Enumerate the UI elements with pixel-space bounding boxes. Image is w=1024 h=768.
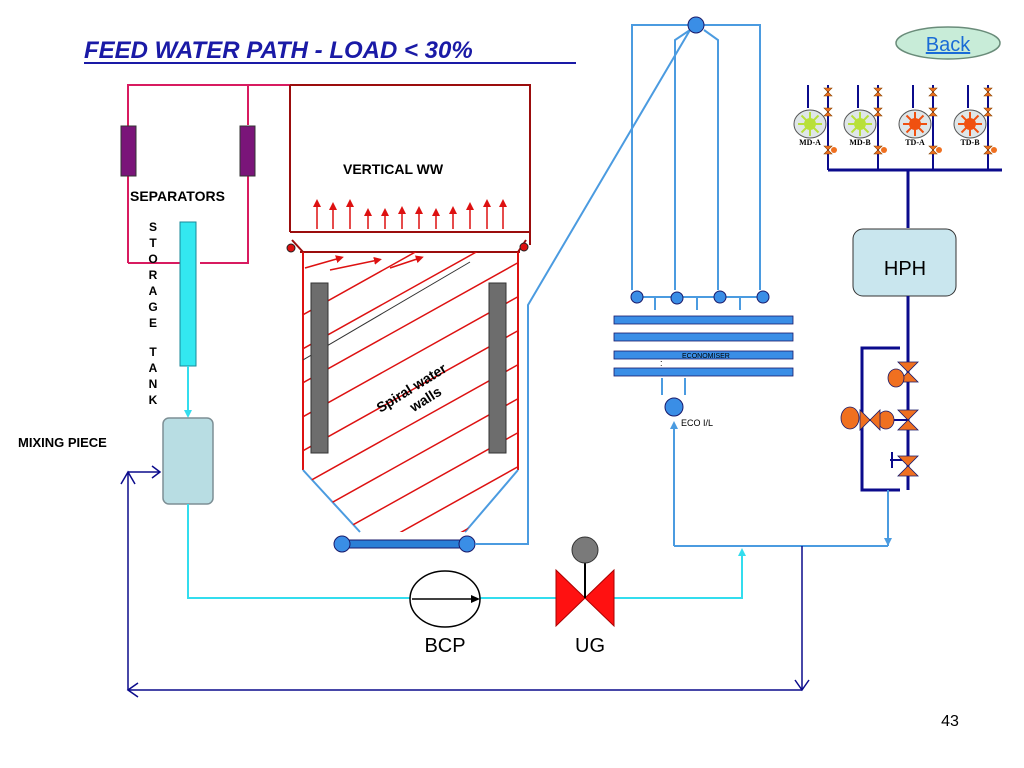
furnace-buckstay-right xyxy=(488,282,507,454)
ug-valve xyxy=(555,536,615,628)
separator-piping xyxy=(127,84,290,264)
feed-pump-md-a: MD-A xyxy=(793,85,837,170)
economiser-label: ECONOMISER xyxy=(682,353,730,360)
economiser-inlet-connector xyxy=(661,378,686,395)
hph-heater: HPH xyxy=(852,228,957,297)
economiser-top-header xyxy=(687,16,705,34)
economiser-dot: : xyxy=(660,358,663,368)
vertical-ww-outlet-piping xyxy=(289,84,531,245)
feed-pump-discharge-header xyxy=(828,168,1002,228)
storage-tank-letter: T xyxy=(149,345,157,359)
vertical-ww-label: VERTICAL WW xyxy=(343,161,444,177)
spiral-tube xyxy=(303,255,518,391)
economiser-headers xyxy=(631,24,765,310)
storage-tank-letter: G xyxy=(148,300,157,314)
furnace-outline xyxy=(286,239,529,533)
boiler-feed-pumps: MD-A MD-B TD-A TD-B xyxy=(793,85,997,170)
boiler-circulation-pump xyxy=(409,570,481,628)
frs-valve xyxy=(897,361,919,373)
economiser-tube xyxy=(613,350,794,360)
bcp-label: BCP xyxy=(424,635,465,657)
separator-right xyxy=(239,125,256,177)
frs-valve xyxy=(897,409,919,421)
frs-control-valve-actuator xyxy=(840,406,860,430)
back-button[interactable]: Back xyxy=(895,26,1001,60)
spiral-tube xyxy=(303,459,518,532)
frs-valve xyxy=(897,455,919,467)
recirculation-line xyxy=(120,465,810,698)
economiser-tube-bank xyxy=(613,315,794,377)
economiser-header-node xyxy=(713,290,727,304)
pump-label: TD-B xyxy=(960,138,980,147)
frs-actuator xyxy=(887,368,905,388)
separator-left xyxy=(120,125,137,177)
storage-tank xyxy=(179,221,197,367)
pump-rotor-icon xyxy=(798,112,822,136)
spiral-tube xyxy=(303,252,518,323)
mixing-piece xyxy=(162,417,214,505)
economiser-tube xyxy=(613,332,794,342)
furnace-buckstay-left xyxy=(310,282,329,454)
feed-pump-td-b: TD-B xyxy=(953,85,997,170)
bottom-ring-header xyxy=(333,535,476,553)
pump-rotor-icon xyxy=(848,112,872,136)
page-number: 43 xyxy=(941,713,959,730)
feed-pump-md-b: MD-B xyxy=(843,85,887,170)
economiser-tube xyxy=(613,367,794,377)
storage-tank-letter: R xyxy=(149,268,158,282)
spiral-top-arrows xyxy=(304,255,424,271)
economiser-outlet-riser xyxy=(475,29,691,545)
storage-tank-letter: O xyxy=(148,252,157,266)
economiser-header-node xyxy=(756,290,770,304)
eco-il-label: ECO I/L xyxy=(681,418,713,428)
ug-label: UG xyxy=(575,635,605,657)
hph-label: HPH xyxy=(884,258,926,280)
vertical-ww-arrows xyxy=(313,199,507,229)
back-link-label[interactable]: Back xyxy=(926,34,971,56)
page-title: FEED WATER PATH - LOAD < 30% xyxy=(84,37,473,64)
pump-rotor-icon xyxy=(903,112,927,136)
economiser-inlet-piping xyxy=(670,421,889,547)
economiser-header-node xyxy=(630,290,644,304)
frs-valve xyxy=(859,409,871,431)
storage-tank-letter: N xyxy=(149,377,158,391)
spiral-tube-dark xyxy=(303,261,471,361)
pump-rotor-icon xyxy=(958,112,982,136)
spiral-tube xyxy=(303,493,518,532)
storage-tank-letter: A xyxy=(149,361,158,375)
pump-label: MD-A xyxy=(799,138,821,147)
storage-tank-letter: E xyxy=(149,316,157,330)
economiser-tube xyxy=(613,315,794,325)
separators-label: SEPARATORS xyxy=(130,188,225,204)
storage-tank-letter: K xyxy=(149,393,158,407)
economiser-inlet-header xyxy=(664,397,684,417)
bcp-suction-discharge-line xyxy=(187,504,746,599)
pump-label: MD-B xyxy=(849,138,871,147)
storage-tank-letter: A xyxy=(149,284,158,298)
storage-tank-letter: S xyxy=(149,220,157,234)
spiral-tube xyxy=(290,562,530,696)
pump-label: TD-A xyxy=(905,138,925,147)
mixing-piece-label: MIXING PIECE xyxy=(18,435,107,450)
economiser-header-node xyxy=(670,291,684,305)
frs-valves xyxy=(840,361,919,477)
storage-tank-letter: T xyxy=(149,236,157,250)
feed-pump-td-a: TD-A xyxy=(898,85,942,170)
spiral-tube xyxy=(303,252,518,357)
